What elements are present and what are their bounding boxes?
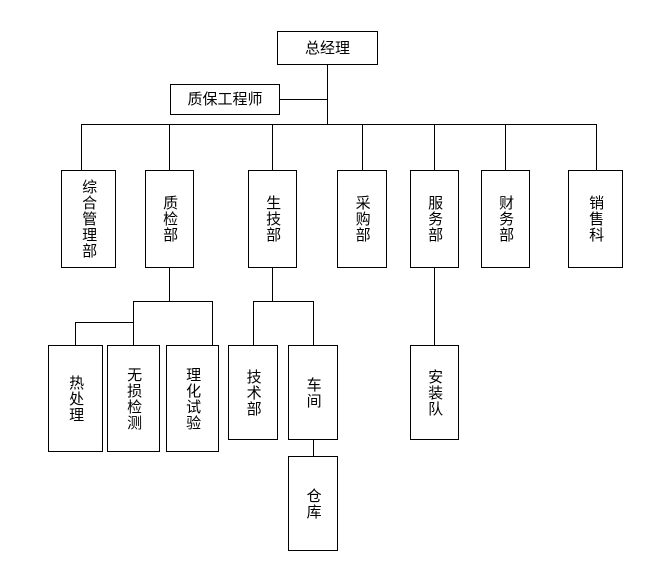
edge-drop-sales xyxy=(596,124,597,170)
edge-workshop-to-warehouse xyxy=(313,440,314,456)
node-label: 理化试验 xyxy=(184,366,203,431)
node-ndt[interactable]: 无损检测 xyxy=(107,345,160,452)
edge-drop-technical-dept xyxy=(253,301,254,345)
node-label: 质检部 xyxy=(161,195,180,243)
node-label: 无损检测 xyxy=(125,366,144,431)
node-sales[interactable]: 销售科 xyxy=(568,170,623,268)
node-label: 综合管理部 xyxy=(80,179,99,259)
edge-drop-finance xyxy=(505,124,506,170)
node-label: 热处理 xyxy=(67,374,86,423)
node-technical-dept[interactable]: 技术部 xyxy=(228,345,278,440)
edge-drop-service xyxy=(434,124,435,170)
edge-service-to-installation-team xyxy=(434,268,435,345)
node-purchasing[interactable]: 采购部 xyxy=(337,170,387,268)
node-quality-inspection[interactable]: 质检部 xyxy=(145,170,194,268)
node-label: 财务部 xyxy=(497,195,516,243)
node-label: 仓库 xyxy=(304,487,323,520)
edge-production-tech-stem xyxy=(272,268,273,302)
node-label: 技术部 xyxy=(244,368,263,417)
node-comprehensive-mgmt[interactable]: 综合管理部 xyxy=(61,170,116,268)
node-finance[interactable]: 财务部 xyxy=(481,170,530,268)
edge-drop-workshop xyxy=(313,301,314,345)
edge-qa-to-trunk xyxy=(280,99,328,100)
edge-drop-heat-treatment xyxy=(75,322,76,345)
edge-drop-quality-inspection xyxy=(169,124,170,170)
edge-production-tech-bus xyxy=(253,301,313,302)
node-general-manager[interactable]: 总经理 xyxy=(277,31,378,65)
node-warehouse[interactable]: 仓库 xyxy=(288,456,338,551)
node-physical-chemical-test[interactable]: 理化试验 xyxy=(166,345,219,452)
edge-drop-comprehensive-mgmt xyxy=(81,124,82,170)
node-installation-team[interactable]: 安装队 xyxy=(410,345,459,440)
edge-heat-treatment-branch xyxy=(75,322,134,323)
node-service[interactable]: 服务部 xyxy=(410,170,459,268)
edge-quality-inspection-bus xyxy=(133,301,213,302)
node-workshop[interactable]: 车间 xyxy=(288,345,338,440)
node-label: 车间 xyxy=(304,376,323,409)
node-label: 质保工程师 xyxy=(187,90,263,109)
node-label: 生技部 xyxy=(264,195,283,243)
edge-drop-ndt xyxy=(133,301,134,345)
edge-quality-inspection-stem xyxy=(169,268,170,302)
edge-drop-production-tech xyxy=(272,124,273,170)
node-production-tech[interactable]: 生技部 xyxy=(248,170,297,268)
node-label: 采购部 xyxy=(353,195,372,243)
node-label: 安装队 xyxy=(426,368,445,417)
edge-gm-to-bus xyxy=(327,65,328,125)
node-qa-engineer[interactable]: 质保工程师 xyxy=(170,84,280,115)
node-label: 总经理 xyxy=(304,38,350,57)
edge-drop-physical-chemical-test xyxy=(212,301,213,345)
node-label: 服务部 xyxy=(426,195,445,243)
edge-main-bus xyxy=(81,124,597,125)
edge-drop-purchasing xyxy=(362,124,363,170)
node-label: 销售科 xyxy=(587,195,606,243)
node-heat-treatment[interactable]: 热处理 xyxy=(48,345,103,452)
